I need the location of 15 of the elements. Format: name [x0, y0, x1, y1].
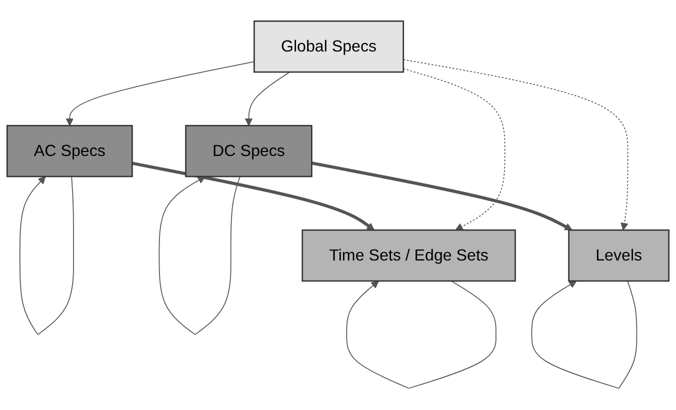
- arrow: [158, 176, 240, 336]
- node-box: DC Specs: [185, 125, 312, 178]
- node-box: Time Sets / Edge Sets: [302, 230, 516, 282]
- node-box: Global Specs: [254, 20, 404, 73]
- arrow: [311, 162, 572, 231]
- node-box: Levels: [568, 230, 670, 282]
- arrow: [531, 280, 638, 389]
- node-box: AC Specs: [6, 125, 133, 178]
- arrow: [132, 162, 375, 231]
- arrow: [66, 61, 255, 126]
- arrow: [244, 72, 290, 126]
- arrow: [402, 59, 628, 231]
- arrow: [19, 176, 74, 336]
- arrow: [402, 68, 506, 231]
- arrow: [346, 280, 496, 389]
